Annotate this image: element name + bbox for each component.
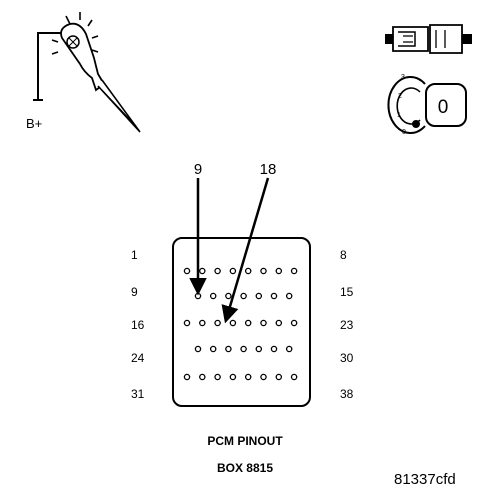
row-end-label: 30 (340, 351, 354, 365)
pin-37 (275, 373, 283, 381)
pin-35 (244, 373, 252, 381)
pin-31 (183, 373, 191, 381)
pin-38 (290, 373, 298, 381)
pin-22 (275, 319, 283, 327)
pin-3 (214, 267, 221, 275)
disconnect-connector-icon (385, 24, 472, 54)
caption-box: BOX 8815 (217, 461, 273, 475)
pointer-arrow-pin-18 (221, 177, 270, 324)
pin-27 (240, 345, 247, 353)
pin-2 (199, 267, 206, 275)
row-end-label: 15 (340, 285, 354, 299)
pointer-label-18: 18 (260, 161, 277, 178)
pin-15 (285, 292, 293, 300)
pin-10 (209, 292, 217, 300)
pin-16 (183, 319, 191, 327)
pin-26 (225, 345, 232, 353)
pin-4 (229, 267, 237, 275)
key-position-2: 2 (398, 93, 402, 100)
pin-28 (255, 345, 263, 353)
key-position-0: 0 (402, 129, 406, 136)
row-start-label: 1 (131, 248, 138, 262)
row-end-label: 8 (340, 248, 347, 262)
pin-30 (285, 345, 293, 353)
pin-19 (229, 319, 237, 327)
pin-29 (270, 345, 278, 353)
test-light-icon (33, 12, 141, 133)
pin-36 (260, 373, 267, 381)
key-position-label: 0 (438, 97, 449, 118)
pin-24 (194, 345, 202, 353)
pin-5 (244, 267, 252, 275)
pin-21 (260, 319, 267, 327)
pin-25 (209, 345, 217, 353)
pin-8 (290, 267, 298, 275)
key-position-3: 3 (401, 74, 405, 81)
pin-34 (229, 373, 237, 381)
pin-12 (240, 292, 247, 300)
figure-id: 81337cfd (394, 471, 456, 488)
connector-pins (183, 267, 298, 381)
ignition-key-icon (387, 76, 467, 134)
row-end-label: 38 (340, 387, 354, 401)
b-plus-label: B+ (26, 116, 42, 131)
pin-20 (244, 319, 252, 327)
pin-11 (225, 292, 232, 300)
row-start-label: 31 (131, 387, 145, 401)
pin-6 (260, 267, 267, 275)
pin-1 (183, 267, 191, 275)
pointer-label-9: 9 (194, 161, 202, 178)
pin-17 (199, 319, 206, 327)
pin-14 (270, 292, 278, 300)
pin-13 (255, 292, 263, 300)
row-start-label: 24 (131, 351, 145, 365)
pin-7 (275, 267, 283, 275)
key-position-1: 1 (397, 112, 401, 119)
pin-33 (214, 373, 221, 381)
caption-title: PCM PINOUT (207, 434, 283, 448)
row-end-label: 23 (340, 318, 354, 332)
row-start-label: 9 (131, 285, 138, 299)
pin-32 (199, 373, 206, 381)
pcm-connector-body (172, 237, 311, 407)
row-start-label: 16 (131, 318, 145, 332)
light-rays (51, 12, 99, 55)
pin-23 (290, 319, 298, 327)
pin-18 (214, 319, 221, 327)
pin-9 (194, 292, 202, 300)
